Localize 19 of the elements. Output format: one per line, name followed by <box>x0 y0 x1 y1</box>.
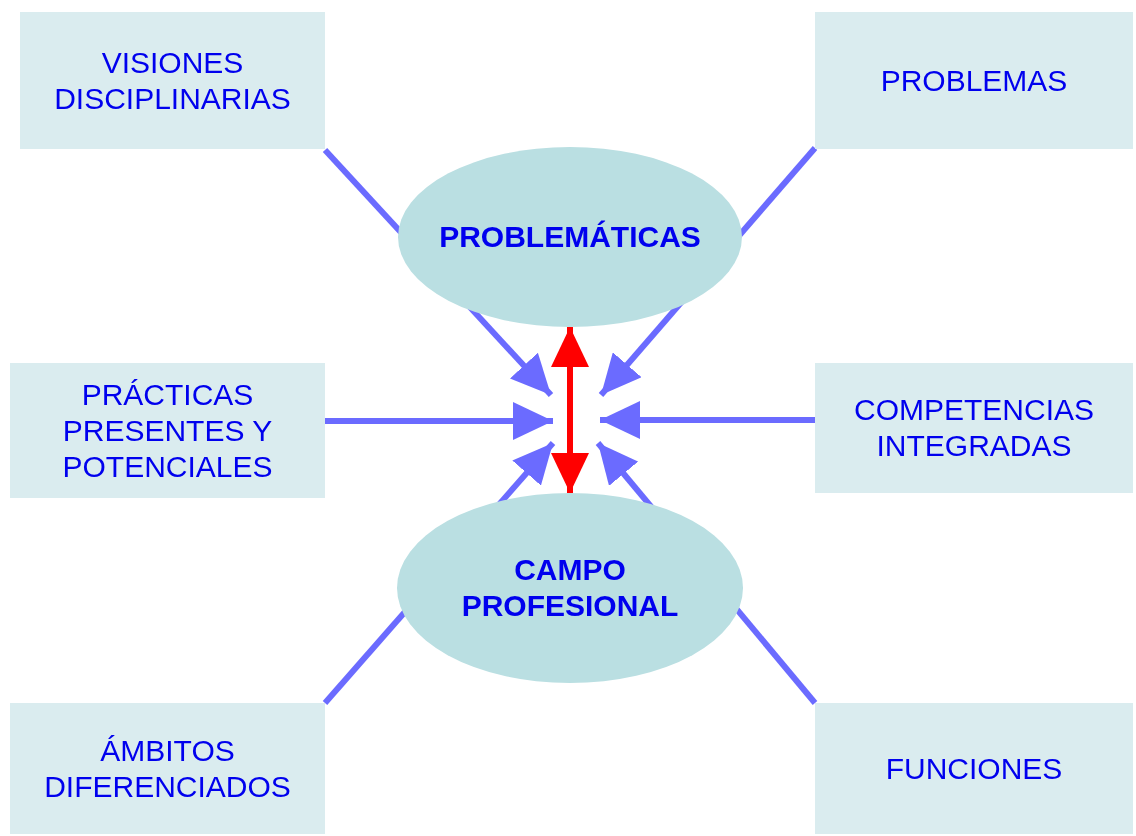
node-label: COMPETENCIAS INTEGRADAS <box>853 392 1095 464</box>
concept-box <box>20 12 325 149</box>
concept-box <box>815 363 1133 493</box>
arrow <box>325 402 553 440</box>
ellipse-node <box>398 147 742 327</box>
concept-box <box>10 363 325 498</box>
node-label: CAMPO PROFESIONAL <box>460 552 680 624</box>
ellipse-node <box>397 493 743 683</box>
node-label: ÁMBITOS DIFERENCIADOS <box>43 732 292 805</box>
node-label: VISIONES DISCIPLINARIAS <box>53 44 292 117</box>
node-label: PROBLEMÁTICAS <box>439 219 701 255</box>
arrow <box>551 327 589 493</box>
node-label: FUNCIONES <box>885 750 1063 787</box>
concept-box <box>815 703 1133 834</box>
arrow <box>600 401 815 439</box>
concept-box <box>815 12 1133 149</box>
node-label: PRÁCTICAS PRESENTES Y POTENCIALES <box>61 376 274 485</box>
node-label: PROBLEMAS <box>880 62 1068 99</box>
concept-box <box>10 703 325 834</box>
